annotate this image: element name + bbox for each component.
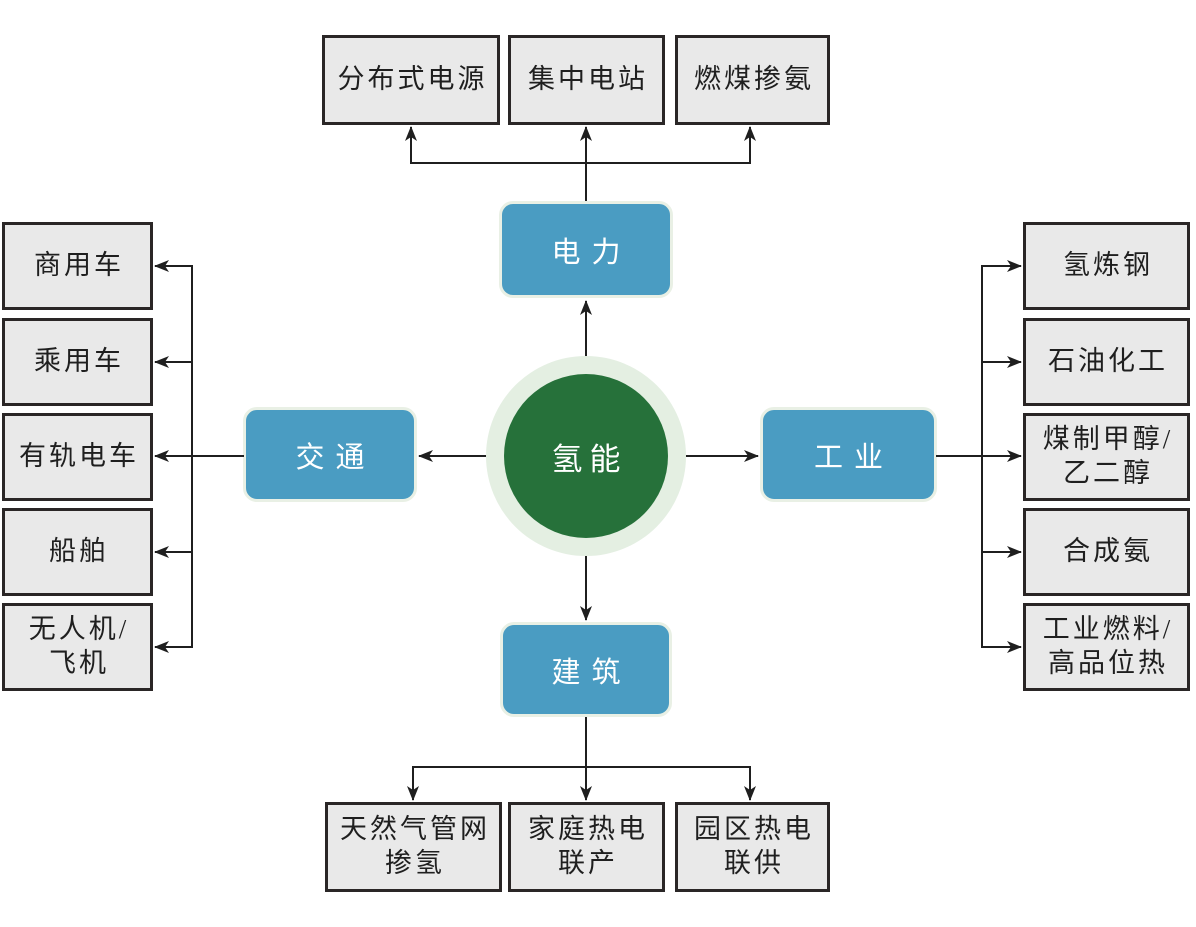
industry-branch-connectors — [936, 260, 1022, 653]
node-coal-to-methanol-glycol: 煤制甲醇/ 乙二醇 — [1023, 413, 1190, 501]
hub-label: 电力 — [551, 236, 632, 269]
node-label: 集中电站 — [528, 64, 648, 95]
hub-building: 建筑 — [500, 622, 672, 717]
node-label: 有轨电车 — [19, 441, 139, 472]
transport-branch-connectors — [154, 260, 244, 653]
node-label: 氢炼钢 — [1063, 250, 1153, 281]
center-node-hydrogen: 氢能 — [504, 374, 668, 538]
hub-label: 建筑 — [551, 656, 632, 689]
node-label: 船舶 — [49, 536, 109, 567]
node-gas-pipeline-hydrogen-blending: 天然气管网 掺氢 — [325, 802, 502, 892]
node-label: 燃煤掺氨 — [694, 64, 814, 95]
node-tram: 有轨电车 — [2, 413, 153, 501]
node-petrochemical: 石油化工 — [1023, 318, 1190, 406]
node-drone-aircraft: 无人机/ 飞机 — [2, 603, 153, 691]
node-label: 乘用车 — [34, 346, 124, 377]
node-coal-ammonia-cofiring: 燃煤掺氨 — [675, 35, 830, 125]
node-synthetic-ammonia: 合成氨 — [1023, 508, 1190, 596]
hub-label: 工业 — [813, 441, 894, 474]
node-label: 商用车 — [34, 250, 124, 281]
node-label: 天然气管网 掺氢 — [340, 814, 490, 878]
hub-power: 电力 — [499, 201, 673, 298]
node-centralized-power-station: 集中电站 — [508, 35, 665, 125]
node-label: 煤制甲醇/ 乙二醇 — [1042, 424, 1174, 488]
hub-transport: 交通 — [243, 407, 417, 502]
node-label: 石油化工 — [1048, 346, 1168, 377]
node-label: 无人机/ 飞机 — [28, 614, 130, 678]
hub-industry: 工业 — [760, 407, 937, 502]
node-district-chp: 园区热电 联供 — [675, 802, 830, 892]
node-label: 分布式电源 — [337, 64, 488, 95]
node-label: 合成氨 — [1063, 536, 1153, 567]
node-label: 园区热电 联供 — [694, 814, 814, 878]
center-node-label: 氢能 — [551, 441, 628, 477]
node-hydrogen-steelmaking: 氢炼钢 — [1023, 222, 1190, 310]
node-label: 工业燃料/ 高品位热 — [1042, 614, 1174, 678]
node-distributed-power: 分布式电源 — [322, 35, 500, 125]
node-label: 家庭热电 联产 — [528, 814, 648, 878]
building-branch-connectors — [407, 717, 756, 801]
node-ship: 船舶 — [2, 508, 153, 596]
node-commercial-vehicle: 商用车 — [2, 222, 153, 310]
node-home-chp: 家庭热电 联产 — [508, 802, 665, 892]
node-passenger-vehicle: 乘用车 — [2, 318, 153, 406]
node-industrial-fuel-heat: 工业燃料/ 高品位热 — [1023, 603, 1190, 691]
hub-label: 交通 — [295, 441, 376, 474]
power-branch-connectors — [405, 126, 756, 201]
